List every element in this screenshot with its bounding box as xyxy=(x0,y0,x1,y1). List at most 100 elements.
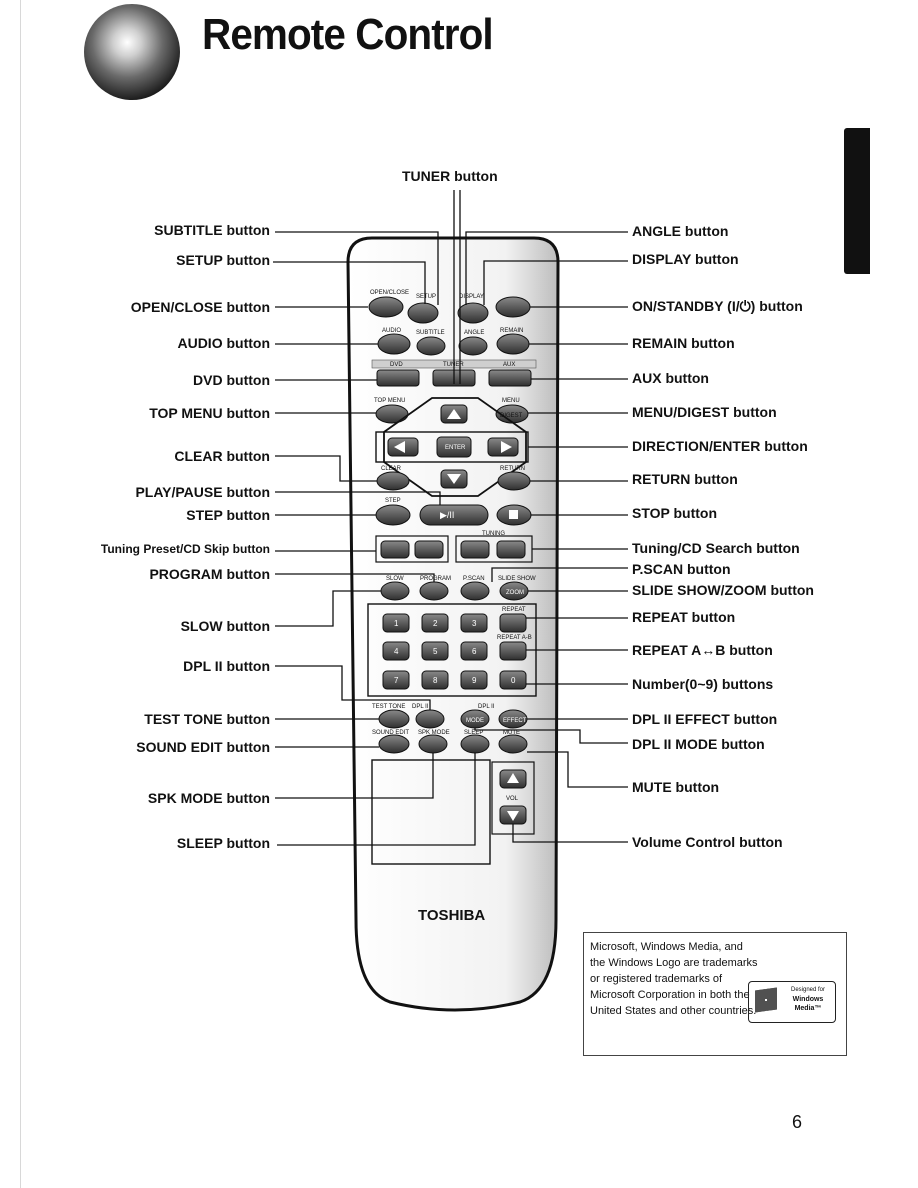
label-sound-edit: SOUND EDIT button xyxy=(136,739,270,755)
leader-lines xyxy=(273,190,628,846)
label-audio: AUDIO button xyxy=(177,335,270,351)
sleep-key xyxy=(460,734,490,754)
cap-aux: AUX xyxy=(503,362,515,368)
cap-dpl2-right: DPL II xyxy=(478,704,495,710)
label-repeat-ab: REPEAT A↔B button xyxy=(632,642,773,658)
cap-program: PROGRAM xyxy=(420,576,451,582)
label-open-close: OPEN/CLOSE button xyxy=(130,299,270,315)
dvd-key xyxy=(376,369,420,387)
play-pause-key xyxy=(419,504,489,526)
audio-key xyxy=(377,333,411,355)
cap-n4: 4 xyxy=(394,647,399,656)
logo-line-3: Media™ xyxy=(794,1005,822,1012)
number-key-5 xyxy=(421,641,449,661)
cap-mute: MUTE xyxy=(503,730,520,736)
page-left-rule xyxy=(20,0,21,1188)
label-subtitle: SUBTITLE button xyxy=(154,222,270,238)
cap-n2: 2 xyxy=(433,619,438,628)
remote-brand: TOSHIBA xyxy=(418,907,485,924)
cap-step: STEP xyxy=(385,498,401,504)
cap-effect: EFFECT xyxy=(503,718,527,724)
cap-setup: SETUP xyxy=(416,294,436,300)
page-number: 6 xyxy=(792,1112,803,1132)
slow-key xyxy=(380,581,410,601)
label-aux: AUX button xyxy=(632,370,709,386)
number-key-9 xyxy=(460,670,488,690)
windows-media-logo: Designed for Windows Media™ xyxy=(748,981,836,1023)
cap-spk-mode: SPK MODE xyxy=(418,730,450,736)
number-keys xyxy=(382,613,527,690)
subtitle-key xyxy=(416,336,446,356)
label-play-pause: PLAY/PAUSE button xyxy=(135,484,270,500)
program-key xyxy=(419,581,449,601)
cap-subtitle: SUBTITLE xyxy=(416,330,445,336)
pscan-key xyxy=(460,581,490,601)
label-return: RETURN button xyxy=(632,471,738,487)
cap-play: ▶/II xyxy=(440,510,454,520)
number-key-7 xyxy=(382,670,410,690)
cap-audio: AUDIO xyxy=(382,328,401,334)
logo-line-1: Designed for xyxy=(790,987,826,993)
skip-back-key xyxy=(380,540,410,559)
logo-text: Designed for Windows Media™ xyxy=(783,986,833,1013)
skip-fwd-key xyxy=(414,540,444,559)
mute-key xyxy=(498,734,528,754)
number-key-0 xyxy=(499,670,527,690)
search-fwd-key xyxy=(496,540,526,559)
section-side-tab: PREPARATION xyxy=(828,128,870,274)
label-top-menu: TOP MENU button xyxy=(149,405,270,421)
label-display: DISPLAY button xyxy=(632,251,739,267)
label-numbers: Number(0~9) buttons xyxy=(632,676,774,692)
cap-pscan: P.SCAN xyxy=(463,576,485,582)
label-spk-mode: SPK MODE button xyxy=(147,790,270,806)
display-key xyxy=(457,302,489,324)
cap-n7: 7 xyxy=(394,676,399,685)
number-key-3 xyxy=(460,613,488,633)
spk-mode-key xyxy=(418,734,448,754)
label-sleep: SLEEP button xyxy=(176,835,270,851)
label-tuning-search: Tuning/CD Search button xyxy=(632,540,800,556)
cap-clear: CLEAR xyxy=(381,466,402,472)
cap-n0: 0 xyxy=(511,676,516,685)
cap-mode: MODE xyxy=(466,718,484,724)
label-remain: REMAIN button xyxy=(632,335,735,351)
cap-dpl2-left: DPL II xyxy=(412,704,429,710)
repeat-ab-key xyxy=(499,641,527,661)
aux-key xyxy=(488,369,532,387)
cap-tuner: TUNER xyxy=(443,362,464,368)
page-title: Remote Control xyxy=(202,10,494,59)
label-repeat: REPEAT button xyxy=(632,609,736,625)
cap-slide-show: SLIDE SHOW xyxy=(498,576,536,582)
step-key xyxy=(375,504,411,526)
cap-zoom: ZOOM xyxy=(506,590,524,596)
label-slow: SLOW button xyxy=(180,618,270,634)
cap-open-close: OPEN/CLOSE xyxy=(370,290,409,296)
label-direction-enter: DIRECTION/ENTER button xyxy=(632,438,808,454)
test-tone-key xyxy=(378,709,410,729)
sound-edit-key xyxy=(378,734,410,754)
cap-n8: 8 xyxy=(433,676,438,685)
setup-key xyxy=(407,302,439,324)
key-captions: OPEN/CLOSE SETUP DISPLAY AUDIO SUBTITLE … xyxy=(370,290,536,802)
cap-tuning: TUNING xyxy=(482,531,505,537)
cap-n6: 6 xyxy=(472,647,477,656)
cap-n3: 3 xyxy=(472,619,477,628)
cap-n1: 1 xyxy=(394,619,399,628)
cap-slow: SLOW xyxy=(386,576,404,582)
cap-repeat-ab: REPEAT A-B xyxy=(497,635,532,641)
label-pscan: P.SCAN button xyxy=(632,561,731,577)
label-clear: CLEAR button xyxy=(174,448,270,464)
label-slide-show: SLIDE SHOW/ZOOM button xyxy=(632,582,814,598)
cap-test-tone: TEST TONE xyxy=(372,704,405,710)
angle-key xyxy=(458,336,488,356)
open-close-key xyxy=(368,296,404,318)
cap-sleep: SLEEP xyxy=(464,730,483,736)
cap-top-menu: TOP MENU xyxy=(374,398,405,404)
cap-n9: 9 xyxy=(472,676,477,685)
cap-n5: 5 xyxy=(433,647,438,656)
windows-flag-icon xyxy=(755,987,777,1013)
search-back-key xyxy=(460,540,490,559)
remain-key xyxy=(496,333,530,355)
cap-remain: REMAIN xyxy=(500,328,523,334)
dpl2-key xyxy=(415,709,445,729)
